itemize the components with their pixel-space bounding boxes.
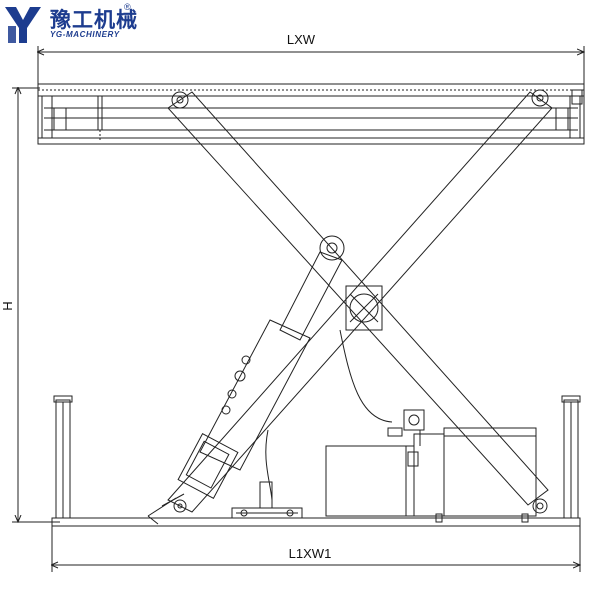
brand-name-cn: 豫工机械 xyxy=(50,8,138,32)
scissor-arm-b xyxy=(167,91,553,513)
brand-logo: 豫工机械 ® YG-MACHINERY xyxy=(0,0,160,50)
dimension-label-lxw: LXW xyxy=(287,32,316,47)
dimension-label-l1xw1: L1XW1 xyxy=(289,546,332,561)
base-frame xyxy=(51,395,581,527)
dimension-l1xw1 xyxy=(52,525,580,572)
dimension-h xyxy=(12,88,60,522)
hydraulic-cylinder xyxy=(147,251,343,525)
top-platform xyxy=(37,83,585,145)
scissor-arm-a xyxy=(167,91,549,506)
yg-logo-icon xyxy=(5,7,41,43)
brand-name-en: YG-MACHINERY xyxy=(50,30,120,39)
dimension-lxw xyxy=(38,46,584,84)
registered-mark: ® xyxy=(124,2,131,12)
dimension-label-h: H xyxy=(0,301,15,310)
power-unit xyxy=(325,409,537,523)
